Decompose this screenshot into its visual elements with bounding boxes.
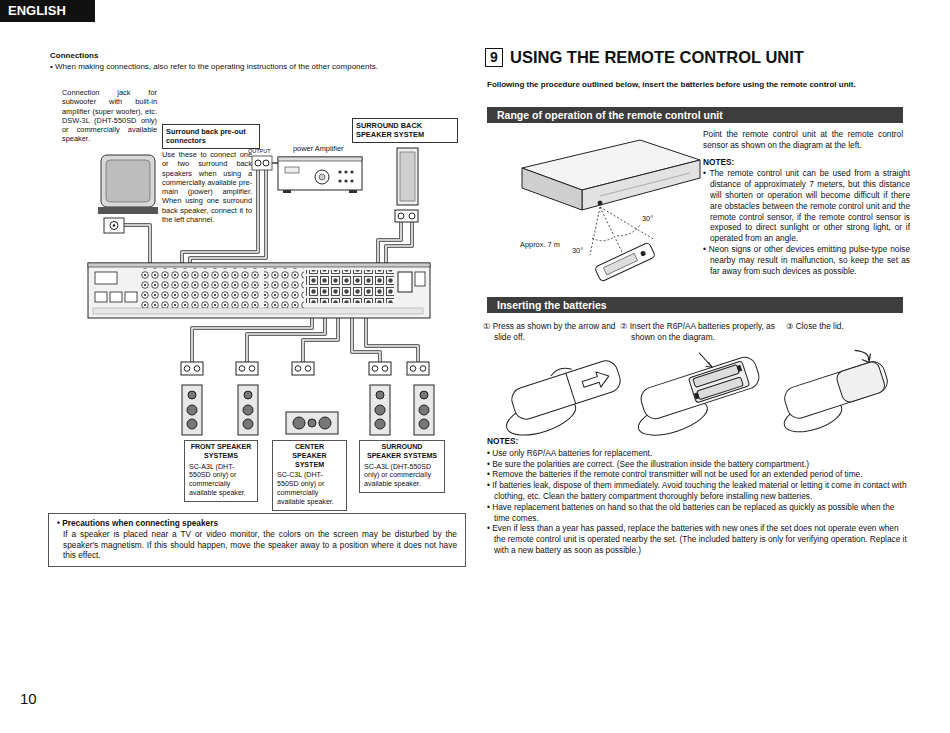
notes-heading: NOTES: <box>487 436 587 447</box>
box-body: SC-A3L (DHT-550SD only) or commercially … <box>364 463 440 489</box>
jack-label: OUTPUT <box>248 148 278 155</box>
battery-step-1 <box>495 352 629 442</box>
receiver-rear-panel <box>88 263 430 318</box>
section-number-text: 9 <box>486 49 502 65</box>
angle-label: 30° <box>642 214 662 223</box>
body-text: Point the remote control unit at the rem… <box>703 129 903 151</box>
box-heading: Surround back pre-out connectors <box>166 127 256 146</box>
bar-text: Inserting the batteries <box>497 299 893 311</box>
notice-box: • Precautions when connecting speakersIf… <box>48 513 466 567</box>
device-label: power Amplifier <box>293 144 368 153</box>
box-body: SC-A3L (DHT-550SD only) or commercially … <box>189 463 253 498</box>
battery-step-3 <box>769 343 895 438</box>
intro-text: Following the procedure outlined below, … <box>487 80 903 91</box>
label-box: Surround back pre-out connectors <box>162 124 260 149</box>
section-subheading: Connections <box>50 51 350 62</box>
step-text: ③ Close the lid. <box>786 321 907 332</box>
note-bullet: • Have replacement batteries on hand so … <box>487 502 910 524</box>
surround-back-speaker <box>395 148 418 222</box>
speaker-terminals <box>181 362 429 375</box>
output-jacks <box>252 156 278 170</box>
distance-label: Approx. 7 m <box>520 240 580 249</box>
note-bullet: • Use only R6P/AA batteries for replacem… <box>487 448 910 459</box>
note-bullet: • If batteries leak, dispose of them imm… <box>487 480 910 502</box>
battery-step-2 <box>622 337 768 442</box>
note-bullet: • Neon signs or other devices emitting p… <box>703 244 910 276</box>
callout-text: Use these to connect one or two surround… <box>162 150 252 224</box>
box-heading: CENTER SPEAKER SYSTEM <box>277 443 342 469</box>
tab-text: ENGLISH <box>8 4 87 18</box>
section-heading-bar: Inserting the batteries <box>487 297 903 313</box>
power-amplifier <box>278 157 362 193</box>
speaker-label-box: FRONT SPEAKER SYSTEMS SC-A3L (DHT-550SD o… <box>184 440 258 502</box>
speaker-label-box: CENTER SPEAKER SYSTEMSC-C3L (DHT-550SD o… <box>272 440 347 511</box>
page-number: 10 <box>20 690 60 708</box>
section-title: USING THE REMOTE CONTROL UNIT <box>510 47 804 67</box>
box-heading: FRONT SPEAKER SYSTEMS <box>189 443 253 461</box>
note-bullet: • The remote control unit can be used fr… <box>703 168 910 244</box>
step-text: ① Press as shown by the arrow and slide … <box>483 321 626 343</box>
notice-body: If a speaker is placed near a TV or vide… <box>63 529 457 561</box>
speaker-label-box: SURROUND SPEAKER SYSTEMS SC-A3L (DHT-550S… <box>359 440 445 493</box>
note-text: • When making connections, also refer to… <box>50 62 462 73</box>
note-bullet: • Even if less than a year has passed, r… <box>487 523 910 555</box>
note-bullet: • Be sure the polarities are correct. (S… <box>487 459 910 470</box>
callout-text: Connection jack for subwoofer with built… <box>62 88 157 144</box>
section-heading-bar: Range of operation of the remote control… <box>487 107 903 123</box>
language-tab: ENGLISH <box>0 0 95 22</box>
subwoofer <box>98 155 158 233</box>
bar-text: Range of operation of the remote control… <box>497 109 893 121</box>
note-bullet: • Remove the batteries if the remote con… <box>487 469 910 480</box>
notice-heading: • Precautions when connecting speakers <box>57 518 457 529</box>
box-heading: SURROUND SPEAKER SYSTEMS <box>364 443 440 461</box>
angle-label: 30° <box>572 246 592 255</box>
step-text: ② Insert the R6P/AA batteries properly, … <box>620 321 793 343</box>
notes-heading: NOTES: <box>703 157 903 168</box>
box-body: SC-C3L (DHT-550SD only) or commercially … <box>277 471 342 506</box>
label-box: SURROUND BACK SPEAKER SYSTEM <box>352 118 458 143</box>
remote-range-figure <box>522 140 700 282</box>
section-number: 9 <box>485 48 503 67</box>
speakers <box>182 385 434 435</box>
box-heading: SURROUND BACK SPEAKER SYSTEM <box>356 121 454 140</box>
